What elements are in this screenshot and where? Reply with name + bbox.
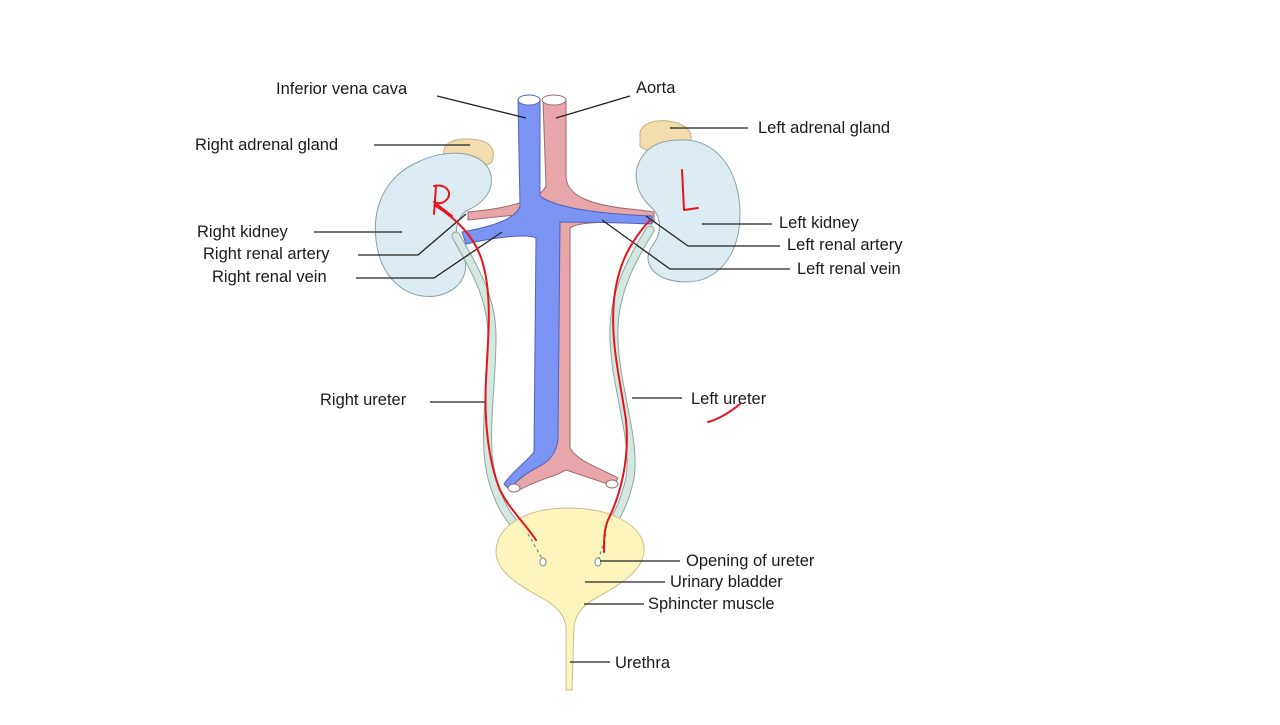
label-left-kidney: Left kidney bbox=[779, 214, 860, 232]
label-opening-of-ureter: Opening of ureter bbox=[686, 552, 815, 570]
leader-lines bbox=[314, 95, 790, 663]
vessel-stumps bbox=[507, 479, 619, 493]
handwritten-annotations: R L bbox=[0, 0, 741, 553]
label-urethra: Urethra bbox=[615, 654, 671, 672]
annotation-left-trace bbox=[603, 219, 651, 553]
label-aorta: Aorta bbox=[636, 79, 676, 97]
annotation-right-trace bbox=[435, 205, 537, 541]
annotation-l-mark: L bbox=[0, 0, 699, 211]
urinary-bladder-shape bbox=[495, 507, 645, 691]
label-right-ureter: Right ureter bbox=[320, 391, 407, 409]
annotation-tick-mark bbox=[707, 403, 741, 423]
left-kidney-shape bbox=[635, 139, 741, 283]
annotation-l-text: L bbox=[0, 0, 10, 4]
inferior-vena-cava-shape bbox=[461, 94, 653, 491]
right-ureter-shape bbox=[451, 231, 531, 539]
label-left-renal-vein: Left renal vein bbox=[797, 260, 901, 278]
label-sphincter-muscle: Sphincter muscle bbox=[648, 595, 775, 613]
label-left-renal-artery: Left renal artery bbox=[787, 236, 903, 254]
label-urinary-bladder: Urinary bladder bbox=[670, 573, 783, 591]
label-right-renal-artery: Right renal artery bbox=[203, 245, 330, 263]
label-left-ureter: Left ureter bbox=[691, 390, 767, 408]
label-right-adrenal-gland: Right adrenal gland bbox=[195, 136, 338, 154]
label-left-adrenal-gland: Left adrenal gland bbox=[758, 119, 890, 137]
annotation-r-mark: R bbox=[0, 0, 453, 217]
label-right-kidney: Right kidney bbox=[197, 223, 289, 241]
annotation-r-text: R bbox=[0, 0, 11, 4]
label-inferior-vena-cava: Inferior vena cava bbox=[276, 80, 408, 98]
label-right-renal-vein: Right renal vein bbox=[212, 268, 327, 286]
